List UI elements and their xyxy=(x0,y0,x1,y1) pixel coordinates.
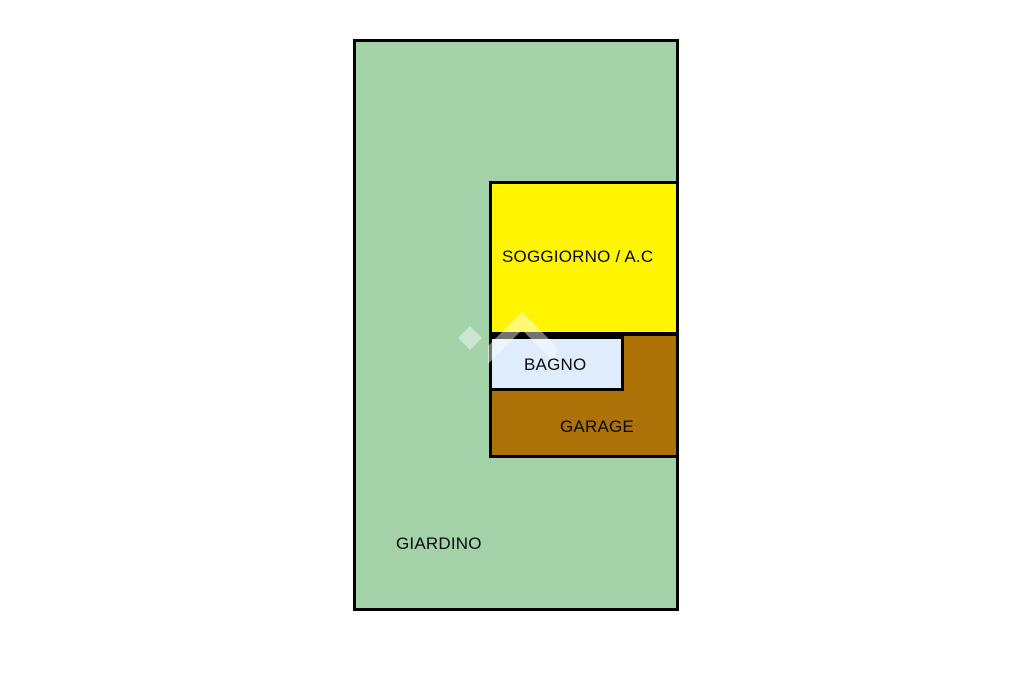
room-label-bagno: BAGNO xyxy=(524,355,587,374)
room-label-soggiorno: SOGGIORNO / A.C xyxy=(502,247,654,266)
room-bagno xyxy=(489,336,624,391)
room-label-giardino: GIARDINO xyxy=(396,534,482,553)
room-soggiorno xyxy=(489,181,679,335)
room-label-garage: GARAGE xyxy=(560,417,634,436)
